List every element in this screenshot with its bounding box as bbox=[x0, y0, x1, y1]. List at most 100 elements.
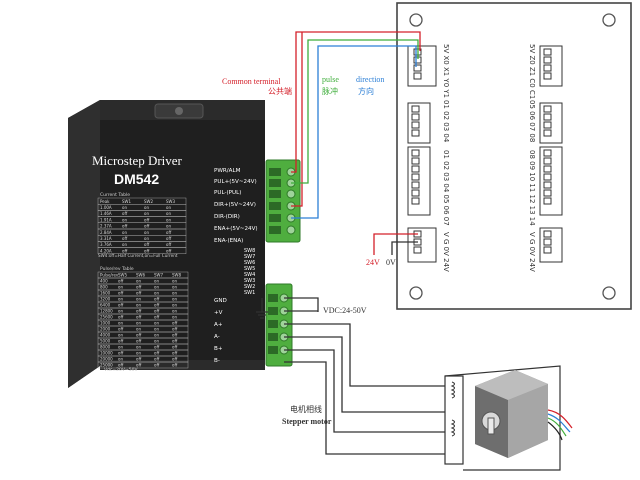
pulse-table-cell: 6400 bbox=[100, 303, 111, 308]
board-terminal-strip-2 bbox=[539, 45, 563, 87]
pulse-table-cell: off bbox=[118, 327, 123, 332]
current-table-cell: 3.31A bbox=[100, 236, 112, 241]
motor-cn-label: 电机相线 bbox=[290, 404, 322, 414]
driver-model: DM542 bbox=[114, 171, 159, 187]
current-table-cell: on bbox=[166, 205, 171, 210]
pulse-table-cell: off bbox=[136, 315, 141, 320]
pulse-table-cell: 4000 bbox=[100, 333, 111, 338]
pulse-table-cell: on bbox=[136, 327, 141, 332]
current-table-cell: off bbox=[122, 211, 127, 216]
current-table-cell: 2.37A bbox=[100, 224, 112, 229]
current-table-cell: on bbox=[122, 242, 127, 247]
pulse-table-cell: 25600 bbox=[100, 315, 113, 320]
pulse-table-cell: off bbox=[136, 291, 141, 296]
pulse-table-cell: on bbox=[172, 303, 177, 308]
pulse-table-cell: off bbox=[154, 351, 159, 356]
pulse-table-cell: on bbox=[136, 279, 141, 284]
pulse-table-cell: on bbox=[154, 327, 159, 332]
label-a-minus: A- bbox=[214, 334, 220, 340]
pulse-table-cell: on bbox=[172, 315, 177, 320]
pulse-table-row bbox=[97, 361, 189, 369]
pulse-table-cell: off bbox=[136, 309, 141, 314]
current-table-cell: 1.91A bbox=[100, 217, 112, 222]
current-table-cell: on bbox=[144, 236, 149, 241]
pulse-table-cell: on bbox=[154, 321, 159, 326]
pulse-table-cell: off bbox=[136, 333, 141, 338]
pulse-table-cell: 400 bbox=[100, 279, 108, 284]
pulse-table-cell: off bbox=[172, 363, 177, 368]
pulse-table-cell: off bbox=[136, 357, 141, 362]
pulse-table-cell: 25000 bbox=[100, 363, 113, 368]
label-b-minus: B- bbox=[214, 358, 220, 364]
common-terminal-cn-label: 公共端 bbox=[268, 86, 292, 96]
current-table-row bbox=[97, 247, 187, 255]
pulse-table-cell: 800 bbox=[100, 285, 108, 290]
pulse-table-cell: 5000 bbox=[100, 339, 111, 344]
pulse-table-cell: on bbox=[118, 309, 123, 314]
board-terminal-strip-6 bbox=[539, 146, 563, 216]
board-terminal-strip-7 bbox=[407, 227, 437, 263]
pulse-table-cell: on bbox=[154, 339, 159, 344]
label-ena-plus: ENA+(5V~24V) bbox=[214, 226, 258, 232]
pulse-table-cell: off bbox=[172, 333, 177, 338]
pulse-table-cell: on bbox=[118, 285, 123, 290]
current-table-cell: 2.84A bbox=[100, 230, 112, 235]
pulse-table-cell: 2000 bbox=[100, 327, 111, 332]
strip3-label: 01 02 03 04 bbox=[442, 100, 450, 143]
pulse-table-cell: on bbox=[136, 303, 141, 308]
pulse-table-cell: on bbox=[118, 297, 123, 302]
pulse-table-cell: off bbox=[154, 345, 159, 350]
signal-terminal-block[interactable] bbox=[265, 159, 301, 243]
board-terminal-strip-5 bbox=[407, 146, 431, 216]
signal-wires bbox=[284, 31, 445, 455]
current-table-cell: off bbox=[166, 236, 171, 241]
pulse-table-title: Pulse/rev Table bbox=[100, 266, 134, 272]
label-pwr-alm: PWR/ALM bbox=[214, 168, 241, 174]
pulse-table-cell: off bbox=[118, 291, 123, 296]
current-table-cell: 4.20A bbox=[100, 248, 112, 253]
board-terminal-strip-1 bbox=[407, 45, 437, 87]
strip1-label: 5V X0 X1 Y0 Y1 bbox=[442, 44, 450, 98]
current-table-cell: off bbox=[144, 217, 149, 222]
strip2-label: 5V Z0 Z1 C0 C1 bbox=[528, 44, 536, 99]
pulse-table-cell: on bbox=[172, 297, 177, 302]
pulse-table-cell: off bbox=[172, 357, 177, 362]
pulse-label: pulse bbox=[322, 75, 339, 84]
0v-label: 0V bbox=[386, 258, 396, 267]
pulse-table-cell: on bbox=[136, 297, 141, 302]
pulse-table-cell: on bbox=[154, 285, 159, 290]
current-table-cell: off bbox=[166, 242, 171, 247]
pulse-table-cell: off bbox=[172, 321, 177, 326]
pulse-table-cell: off bbox=[154, 315, 159, 320]
label-sw4: SW4 bbox=[244, 272, 255, 278]
label-pul-minus: PUL-(PUL) bbox=[214, 190, 241, 196]
current-table-title: Current Table bbox=[100, 192, 130, 198]
pulse-table-cell: off bbox=[154, 357, 159, 362]
pulse-table-cell: SW8 bbox=[172, 273, 181, 278]
current-table-cell: off bbox=[144, 224, 149, 229]
label-pul-plus: PUL+(5V~24V) bbox=[214, 179, 257, 185]
label-b-plus: B+ bbox=[214, 346, 223, 352]
pulse-table-cell: 20000 bbox=[100, 357, 113, 362]
pulse-table-cell: 1600 bbox=[100, 291, 111, 296]
pulse-cn-label: 脉冲 bbox=[322, 86, 338, 96]
pulse-table-cell: on bbox=[172, 309, 177, 314]
pulse-table-cell: on bbox=[172, 291, 177, 296]
board-terminal-strip-3 bbox=[407, 102, 431, 144]
current-table-cell: SW3 bbox=[166, 199, 175, 204]
power-terminal-block[interactable] bbox=[265, 283, 293, 367]
pulse-table-cell: off bbox=[118, 303, 123, 308]
pulse-table-cell: on bbox=[172, 279, 177, 284]
current-table-cell: on bbox=[144, 211, 149, 216]
board-terminal-strip-4 bbox=[539, 102, 563, 144]
pulse-table-cell: Pulse/rev bbox=[100, 273, 119, 278]
current-table-cell: on bbox=[144, 230, 149, 235]
pulse-table-cell: 12800 bbox=[100, 309, 113, 314]
pulse-table-cell: off bbox=[136, 285, 141, 290]
pulse-table-cell: on bbox=[118, 345, 123, 350]
pulse-table-cell: off bbox=[154, 303, 159, 308]
stepper-motor-label: Stepper motor bbox=[282, 417, 332, 426]
driver-body bbox=[68, 100, 265, 388]
pulse-table-cell: off bbox=[154, 309, 159, 314]
current-table-cell: off bbox=[122, 224, 127, 229]
